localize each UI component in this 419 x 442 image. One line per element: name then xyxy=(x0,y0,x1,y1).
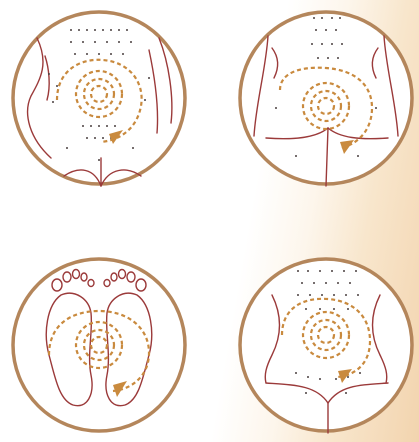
feet-soles-illustration xyxy=(9,255,189,435)
waist-back-icon xyxy=(236,255,416,435)
feet-soles-icon xyxy=(9,255,189,435)
buttocks-illustration xyxy=(236,8,416,188)
lower-back-illustration xyxy=(9,8,189,188)
back-torso-icon xyxy=(9,8,189,188)
waist-back-illustration xyxy=(236,255,416,435)
buttocks-icon xyxy=(236,8,416,188)
